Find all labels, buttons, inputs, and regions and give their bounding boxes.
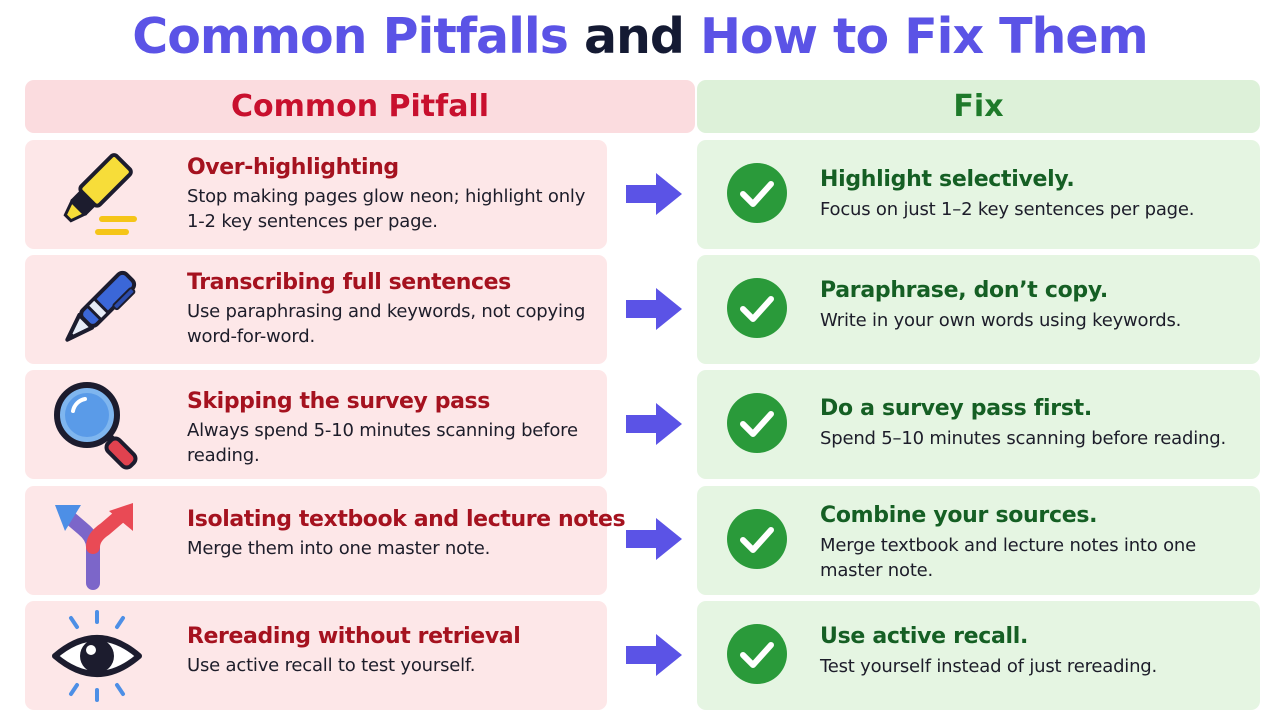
fix-text: Paraphrase, don’t copy. Write in your ow… [820,277,1250,333]
pitfall-title: Over-highlighting [187,155,399,180]
arrow-right-icon [622,399,686,449]
fix-description: Merge textbook and lecture notes into on… [820,535,1197,581]
pitfall-text: Skipping the survey pass Always spend 5-… [187,388,602,468]
pitfall-card: Rereading without retrieval Use active r… [25,601,607,710]
pitfall-description: Always spend 5-10 minutes scanning befor… [187,420,578,466]
checkmark-icon [726,162,788,224]
arrow-right-icon [622,630,686,680]
fix-text: Use active recall. Test yourself instead… [820,623,1250,679]
fix-text: Do a survey pass first. Spend 5–10 minut… [820,395,1250,451]
pitfall-description: Use paraphrasing and keywords, not copyi… [187,301,586,347]
pitfall-card: Over-highlighting Stop making pages glow… [25,140,607,249]
pitfall-text: Isolating textbook and lecture notes Mer… [187,506,626,561]
fix-description: Write in your own words using keywords. [820,310,1182,331]
pitfall-text: Rereading without retrieval Use active r… [187,623,602,678]
pitfall-title: Isolating textbook and lecture notes [187,507,626,532]
pen-icon [47,260,147,360]
pitfall-text: Transcribing full sentences Use paraphra… [187,269,602,349]
pitfall-title: Rereading without retrieval [187,624,521,649]
fix-title: Combine your sources. [820,503,1098,528]
fix-description: Test yourself instead of just rereading. [820,656,1158,677]
checkmark-icon [726,623,788,685]
pitfall-card: Skipping the survey pass Always spend 5-… [25,370,607,479]
pitfall-title: Skipping the survey pass [187,389,490,414]
fix-column-header: Fix [697,80,1260,133]
fix-card: Combine your sources. Merge textbook and… [697,486,1260,595]
pitfall-column-header: Common Pitfall [25,80,695,133]
arrow-right-icon [622,284,686,334]
highlighter-icon [47,145,147,245]
fix-description: Focus on just 1–2 key sentences per page… [820,199,1195,220]
pitfall-card: Isolating textbook and lecture notes Mer… [25,486,626,595]
arrow-right-icon [622,169,686,219]
fix-title: Use active recall. [820,624,1029,649]
fix-text: Combine your sources. Merge textbook and… [820,502,1250,583]
title-part-1: Common Pitfalls [132,8,569,65]
checkmark-icon [726,392,788,454]
split-arrows-icon [47,491,147,591]
fix-card: Use active recall. Test yourself instead… [697,601,1260,710]
title-part-3: How to Fix Them [700,8,1149,65]
fix-title: Do a survey pass first. [820,396,1092,421]
pitfall-title: Transcribing full sentences [187,270,511,295]
arrow-right-icon [622,514,686,564]
checkmark-icon [726,508,788,570]
fix-description: Spend 5–10 minutes scanning before readi… [820,428,1226,449]
magnifier-icon [47,375,147,475]
fix-card: Paraphrase, don’t copy. Write in your ow… [697,255,1260,364]
fix-text: Highlight selectively. Focus on just 1–2… [820,166,1250,222]
fix-title: Highlight selectively. [820,167,1075,192]
page-title: Common Pitfalls and How to Fix Them [0,6,1280,68]
fix-title: Paraphrase, don’t copy. [820,278,1108,303]
checkmark-icon [726,277,788,339]
fix-card: Highlight selectively. Focus on just 1–2… [697,140,1260,249]
pitfall-description: Merge them into one master note. [187,538,491,559]
eye-icon [47,606,147,706]
pitfall-description: Stop making pages glow neon; highlight o… [187,186,586,232]
pitfall-text: Over-highlighting Stop making pages glow… [187,154,602,234]
pitfall-card: Transcribing full sentences Use paraphra… [25,255,607,364]
pitfall-description: Use active recall to test yourself. [187,655,476,676]
title-part-2: and [583,8,685,65]
fix-card: Do a survey pass first. Spend 5–10 minut… [697,370,1260,479]
